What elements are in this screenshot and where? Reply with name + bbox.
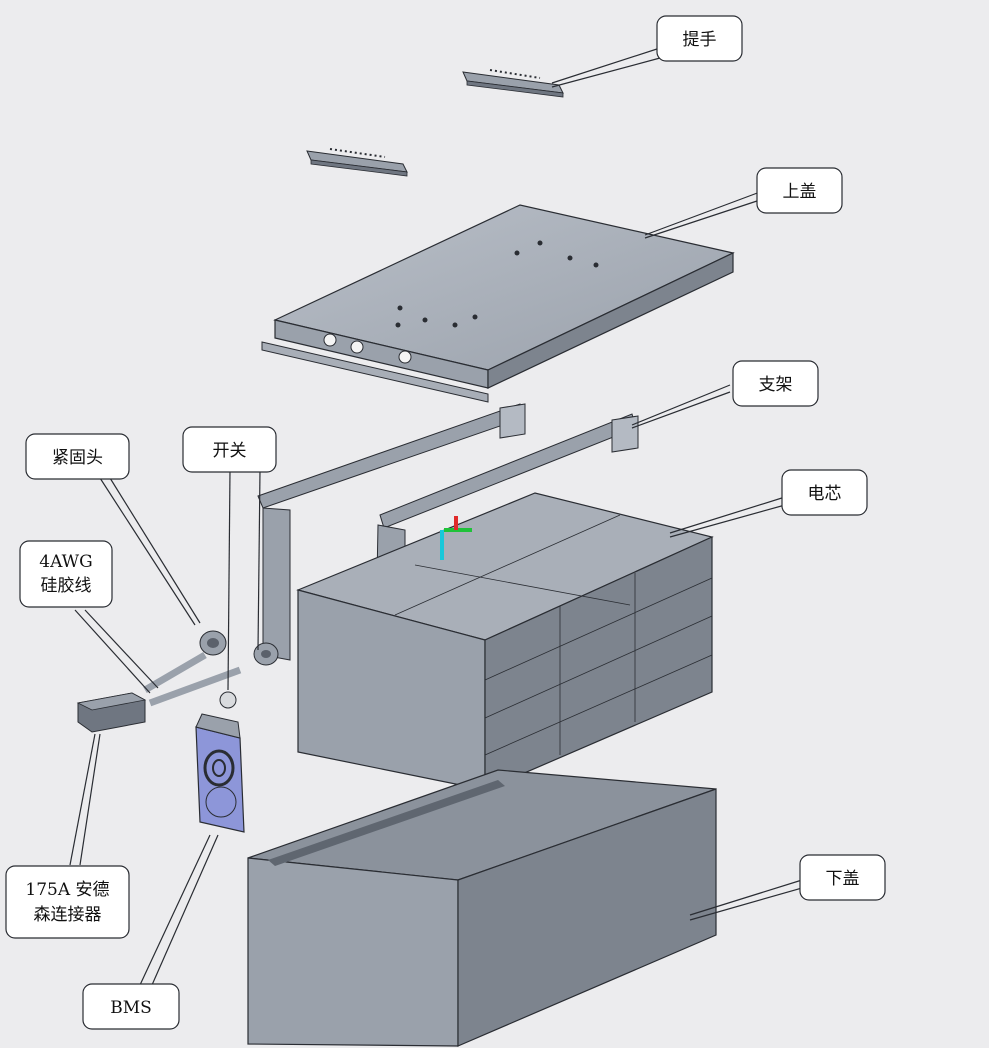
label-switch: 开关 [182,426,277,473]
label-bms: BMS [82,983,180,1030]
label-connector: 175A 安德 森连接器 [5,865,130,939]
label-bracket-text: 支架 [759,375,793,395]
cable-gland-left [199,630,227,656]
cell-block [296,492,714,791]
label-cells: 电芯 [781,469,868,516]
label-bottom-cover-text: 下盖 [826,869,860,889]
leader-lines [69,47,803,986]
label-wire-line1: 4AWG [39,552,92,572]
label-gland: 紧固头 [25,433,130,480]
label-gland-text: 紧固头 [52,448,103,468]
bottom-cover [247,769,717,1047]
label-handle-text: 提手 [683,30,717,50]
label-wire: 4AWG 硅胶线 [19,540,113,608]
label-wire-line2: 硅胶线 [41,576,92,596]
label-bms-text: BMS [110,998,152,1018]
bracket-left [257,403,526,661]
bms-board [195,713,245,833]
label-cells-text: 电芯 [808,484,842,504]
handle-right [462,69,564,98]
handle-left [306,148,408,177]
label-switch-text: 开关 [213,441,247,461]
switch [219,691,237,709]
label-top-cover-text: 上盖 [783,182,817,202]
cable-gland-right [253,642,279,666]
label-top-cover: 上盖 [756,167,843,214]
label-bracket: 支架 [732,360,819,407]
label-connector-line1: 175A 安德 [25,880,109,900]
label-connector-line2: 森连接器 [34,905,102,925]
label-handle: 提手 [656,15,743,62]
top-cover [261,204,735,403]
connector [76,692,147,733]
label-bottom-cover: 下盖 [799,854,886,901]
